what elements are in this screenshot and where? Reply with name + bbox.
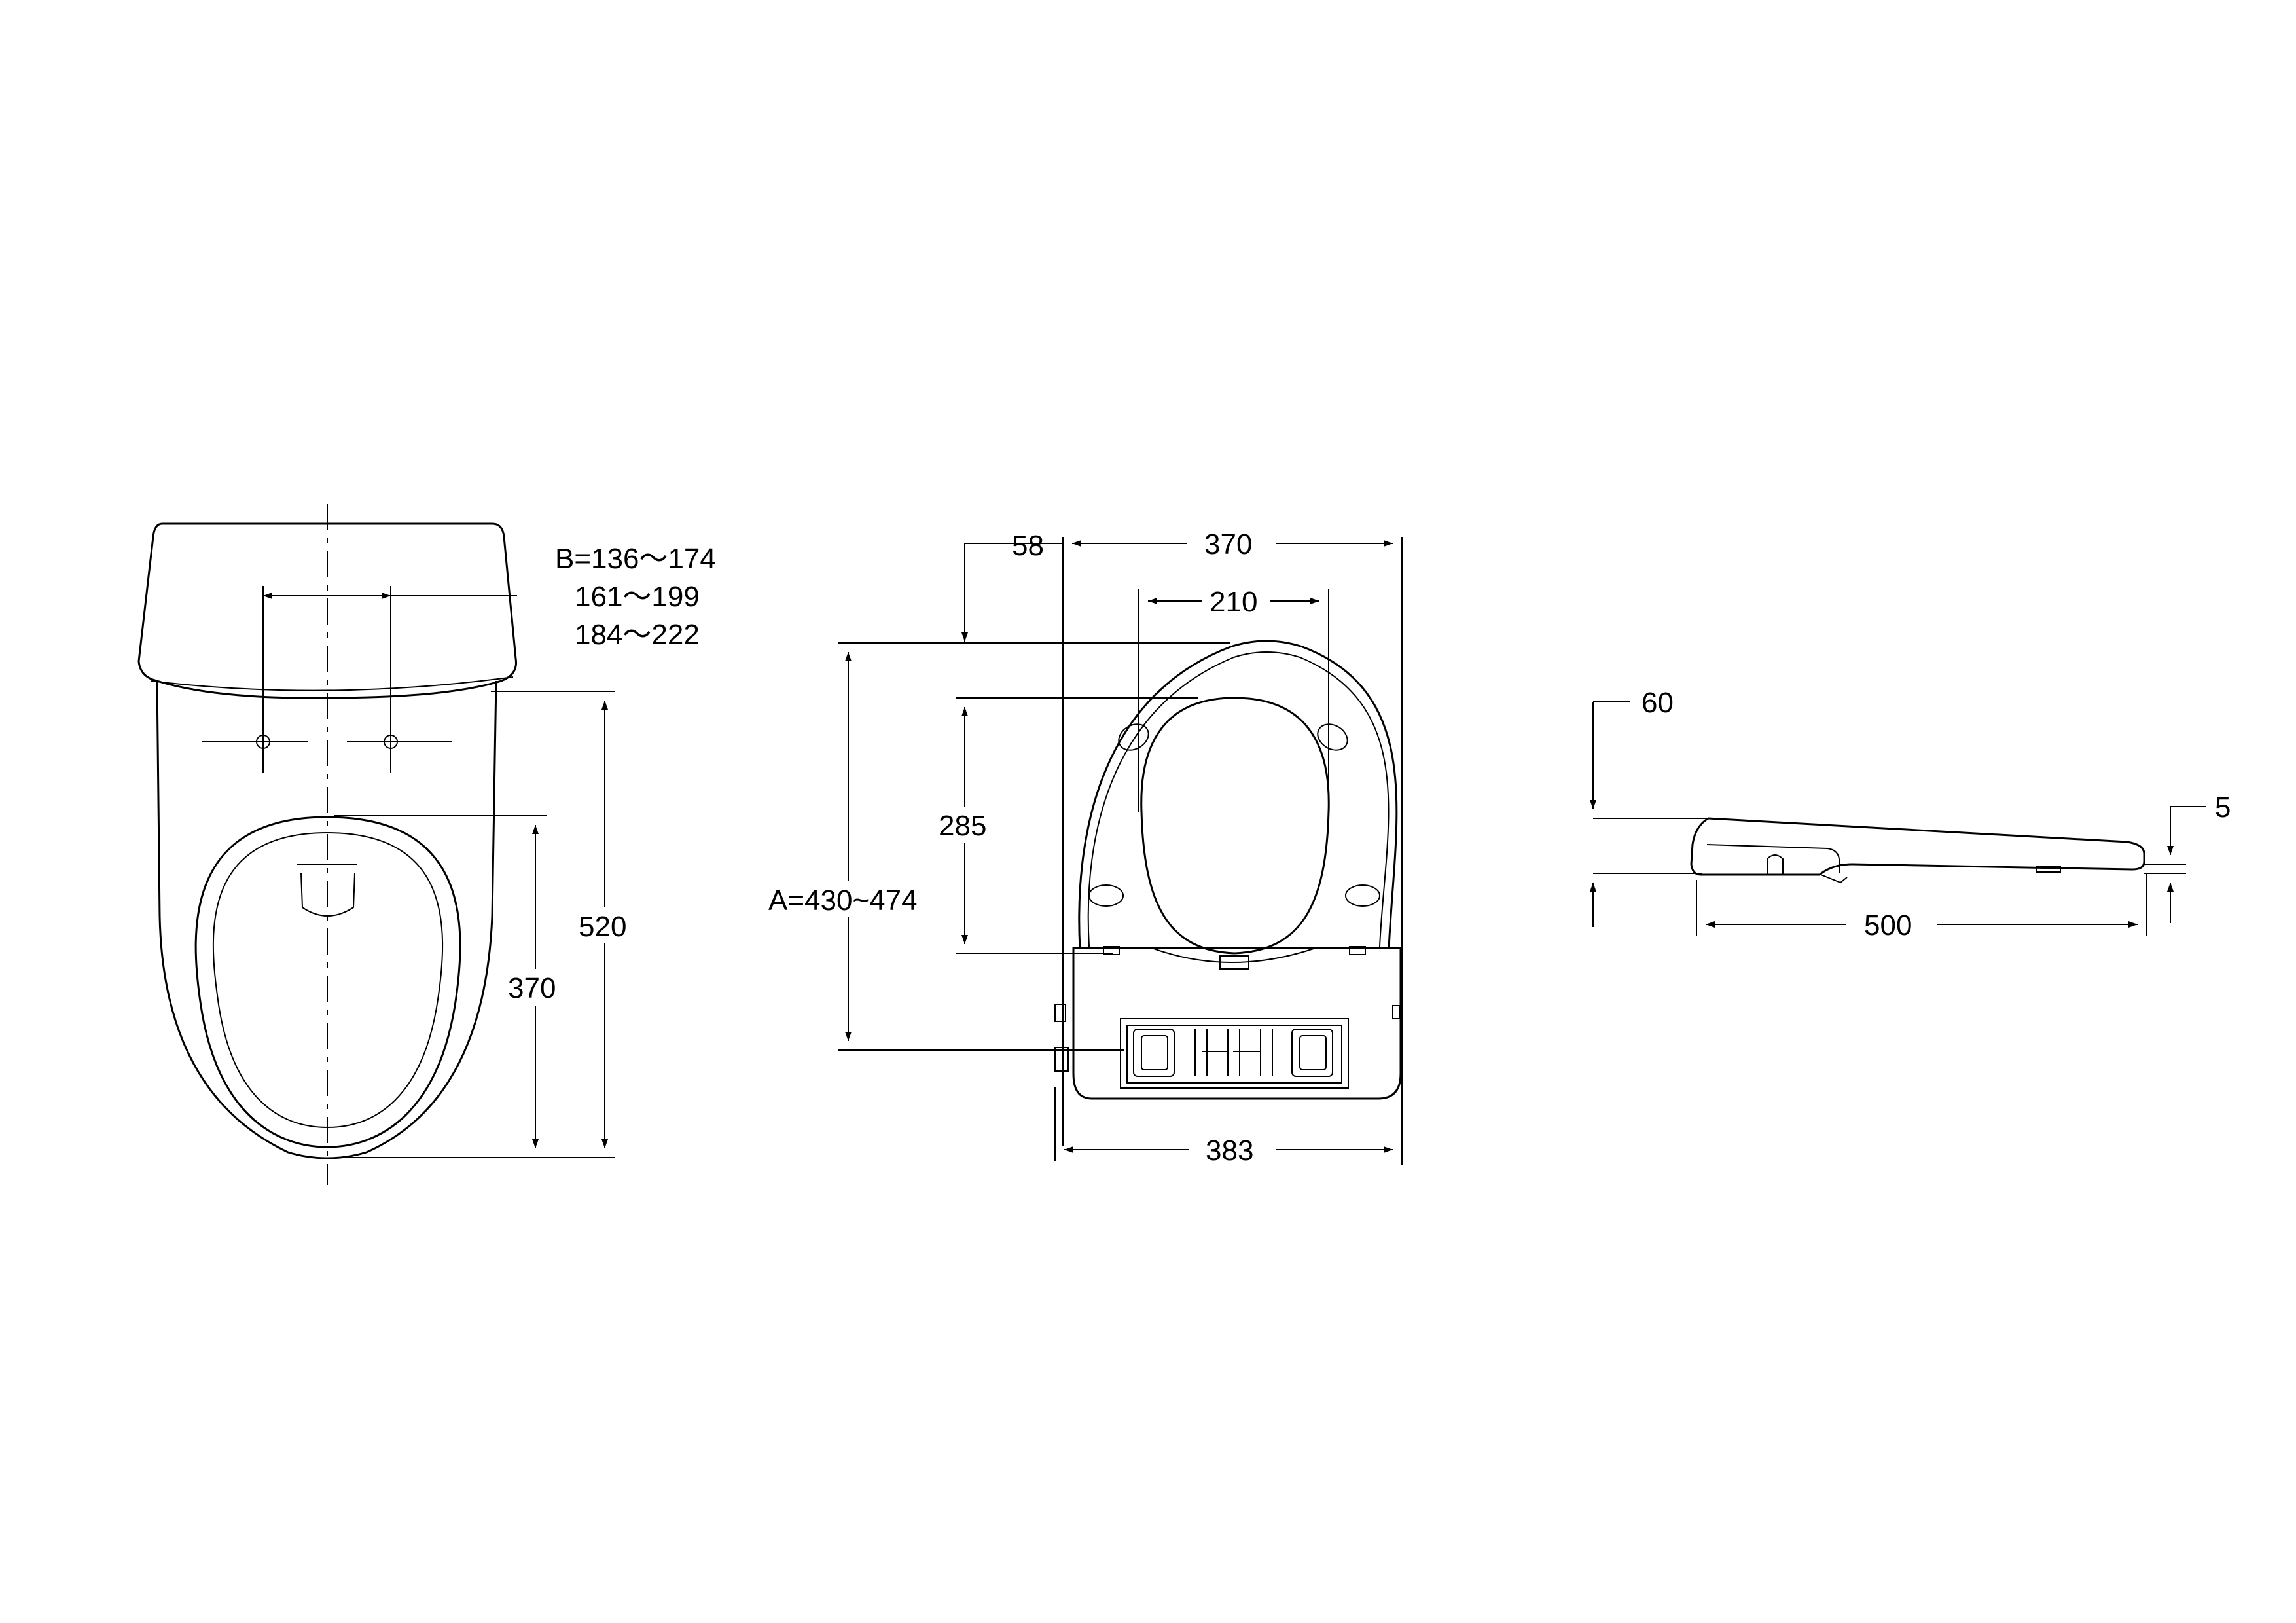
bottom-module — [1120, 1018, 1349, 1089]
seat-opening — [1140, 697, 1330, 955]
module-center-ribs — [1194, 1029, 1273, 1076]
side-hole — [1767, 854, 1784, 875]
toilet-top-view: B=136～174 161～199 184～222 520 370 — [137, 504, 716, 1185]
dim-500-label: 500 — [1864, 909, 1912, 941]
module-box-right — [1291, 1029, 1333, 1077]
dim-520-label: 520 — [579, 911, 626, 943]
main-unit — [1072, 947, 1402, 1100]
hinge-left — [1103, 946, 1120, 955]
side-connector — [1054, 1004, 1066, 1022]
dim-60-label: 60 — [1641, 687, 1674, 719]
dim-a-label: A=430~474 — [768, 884, 918, 917]
dim-58-label: 58 — [1012, 530, 1044, 562]
tank-base — [150, 676, 514, 691]
dim-383-label: 383 — [1206, 1135, 1253, 1167]
dim-b-label-1: B=136～174 — [555, 543, 716, 575]
seat-outer — [194, 816, 461, 1148]
dim-370-label: 370 — [508, 972, 556, 1004]
seat-cover-outer — [1078, 640, 1398, 950]
bumper-top-right — [1317, 723, 1348, 751]
module-box-left — [1133, 1029, 1175, 1077]
dim-b-label-2: 161～199 — [575, 581, 700, 613]
seat-side-view: 60 5 500 — [1590, 687, 2231, 941]
bumper-bottom-left — [1088, 884, 1124, 907]
side-profile — [1690, 817, 2145, 876]
seat-front-view: 58 370 210 285 A=430~474 383 — [766, 528, 1403, 1167]
dim-b-label-3: 184～222 — [575, 619, 700, 651]
bowl-body — [156, 680, 497, 1159]
dim-285-label: 285 — [939, 810, 986, 842]
seat-cover-inner — [1087, 651, 1390, 947]
center-clip — [1219, 955, 1249, 970]
bumper-top-left — [1118, 723, 1149, 751]
hinge-right — [1349, 946, 1366, 955]
bumper-bottom-right — [1345, 884, 1380, 907]
dim-5-label: 5 — [2215, 792, 2231, 824]
dim-210-label: 210 — [1210, 586, 1257, 618]
dim-370-seat-label: 370 — [1204, 528, 1252, 560]
